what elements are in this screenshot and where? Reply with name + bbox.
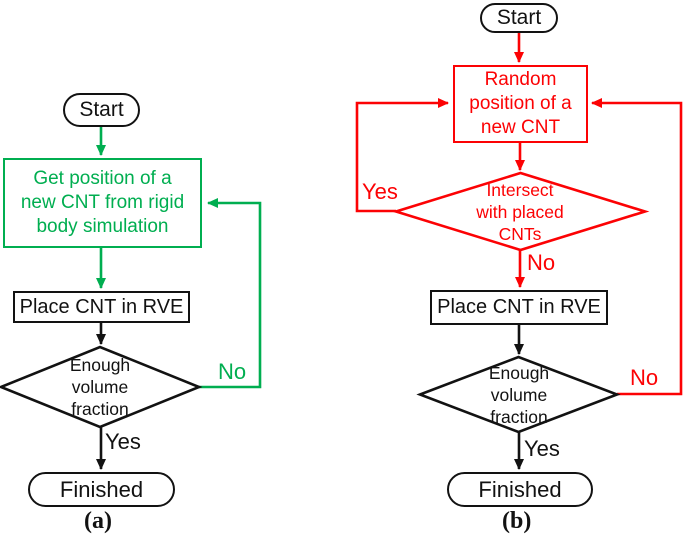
a-start-node: Start bbox=[63, 93, 140, 127]
a-caption: (a) bbox=[84, 508, 112, 534]
a-process-line3: body simulation bbox=[36, 216, 169, 237]
b-start-node: Start bbox=[480, 3, 558, 33]
a-process-text: Get position of a new CNT from rigid bod… bbox=[21, 167, 184, 239]
b-place-label: Place CNT in RVE bbox=[437, 296, 601, 318]
a-decision-line2: volume bbox=[71, 377, 129, 397]
a-decision-line1: Enough bbox=[69, 355, 131, 375]
a-process-line1: Get position of a bbox=[33, 168, 172, 189]
b-intersect-line2: with placed bbox=[476, 202, 564, 222]
b-yes-feedback-label: Yes bbox=[362, 179, 398, 204]
b-caption: (b) bbox=[502, 508, 532, 534]
b-volume-line2: volume bbox=[490, 385, 548, 405]
b-volume-text: Enough volume fraction bbox=[444, 361, 594, 429]
b-volume-line1: Enough bbox=[488, 363, 550, 383]
a-process-node: Get position of a new CNT from rigid bod… bbox=[3, 158, 202, 248]
b-intersect-line3: CNTs bbox=[498, 224, 542, 244]
b-yes-edge-label: Yes bbox=[524, 436, 560, 461]
b-finished-label: Finished bbox=[478, 476, 562, 502]
b-intersect-line1: Intersect bbox=[486, 180, 554, 200]
a-decision-text: Enough volume fraction bbox=[25, 353, 175, 421]
a-start-label: Start bbox=[79, 98, 124, 121]
a-process-line2: new CNT from rigid bbox=[20, 192, 185, 213]
a-finished-label: Finished bbox=[59, 476, 144, 502]
a-no-edge-label: No bbox=[218, 359, 247, 384]
a-finished-node: Finished bbox=[28, 472, 175, 507]
b-volume-line3: fraction bbox=[490, 407, 548, 427]
b-no-feedback-label: No bbox=[630, 365, 659, 390]
b-process-line2: position of a bbox=[469, 93, 572, 114]
b-no-edge-label: No bbox=[527, 250, 556, 275]
a-place-node: Place CNT in RVE bbox=[13, 291, 190, 323]
b-process-node: Random position of a new CNT bbox=[453, 65, 588, 143]
a-yes-edge-label: Yes bbox=[105, 429, 141, 454]
b-process-text: Random position of a new CNT bbox=[469, 68, 571, 140]
a-place-label: Place CNT in RVE bbox=[19, 295, 184, 318]
b-place-node: Place CNT in RVE bbox=[430, 290, 608, 325]
b-intersect-text: Intersect with placed CNTs bbox=[445, 178, 595, 246]
b-no-feedback-line bbox=[591, 98, 683, 396]
b-finished-node: Finished bbox=[447, 472, 593, 507]
b-start-label: Start bbox=[496, 6, 542, 29]
a-decision-line3: fraction bbox=[71, 399, 129, 419]
b-process-line3: new CNT bbox=[480, 117, 561, 138]
b-process-line1: Random bbox=[484, 69, 557, 90]
